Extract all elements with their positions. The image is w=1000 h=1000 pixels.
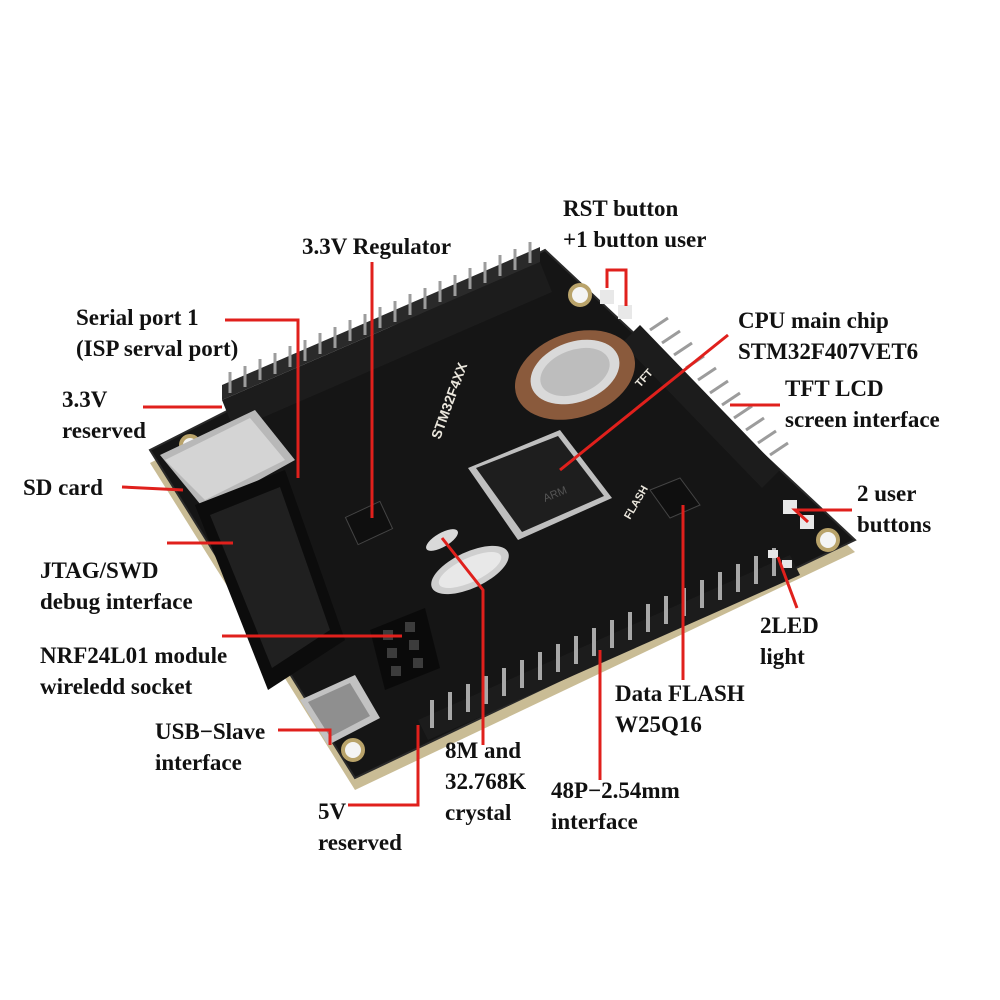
usb-port	[300, 675, 380, 745]
top-pin-header	[222, 242, 552, 430]
label-tft-lcd: TFT LCD screen interface	[785, 376, 940, 432]
led-pair	[768, 550, 792, 568]
label-crystal: 8M and 32.768K crystal	[445, 738, 527, 825]
label-cpu-chip: CPU main chip STM32F407VET6	[738, 308, 919, 364]
label-rst-button: RST button +1 button user	[563, 196, 707, 252]
label-data-flash: Data FLASH W25Q16	[615, 681, 745, 737]
leader-cpu	[559, 333, 729, 472]
leader-serial	[225, 318, 300, 478]
leader-5v	[348, 725, 420, 807]
label-jtag: JTAG/SWD debug interface	[40, 558, 193, 614]
rst-buttons	[600, 290, 632, 319]
leader-lines	[121, 262, 852, 807]
battery-holder	[514, 330, 636, 420]
label-nrf-socket: NRF24L01 module wireledd socket	[40, 643, 228, 699]
label-usb-slave: USB−Slave interface	[155, 719, 266, 775]
leader-sd	[121, 485, 184, 492]
label-user-buttons: 2 user buttons	[857, 481, 932, 537]
leader-rst	[605, 268, 628, 306]
regulator-chip	[344, 500, 394, 546]
leader-crystal	[440, 537, 485, 745]
sd-card-slot	[160, 410, 295, 510]
leader-usb	[278, 728, 332, 745]
label-serial-port: Serial port 1 (ISP serval port)	[76, 305, 239, 361]
label-5v-reserved: 5V reserved	[318, 799, 402, 855]
label-regulator: 3.3V Regulator	[302, 234, 452, 259]
leader-led	[776, 556, 799, 609]
label-sd-card: SD card	[23, 475, 103, 500]
label-led: 2LED light	[760, 613, 819, 669]
label-48p-interface: 48P−2.54mm interface	[551, 778, 680, 834]
leader-user-buttons	[791, 508, 852, 524]
label-33v-reserved: 3.3V reserved	[62, 387, 146, 443]
